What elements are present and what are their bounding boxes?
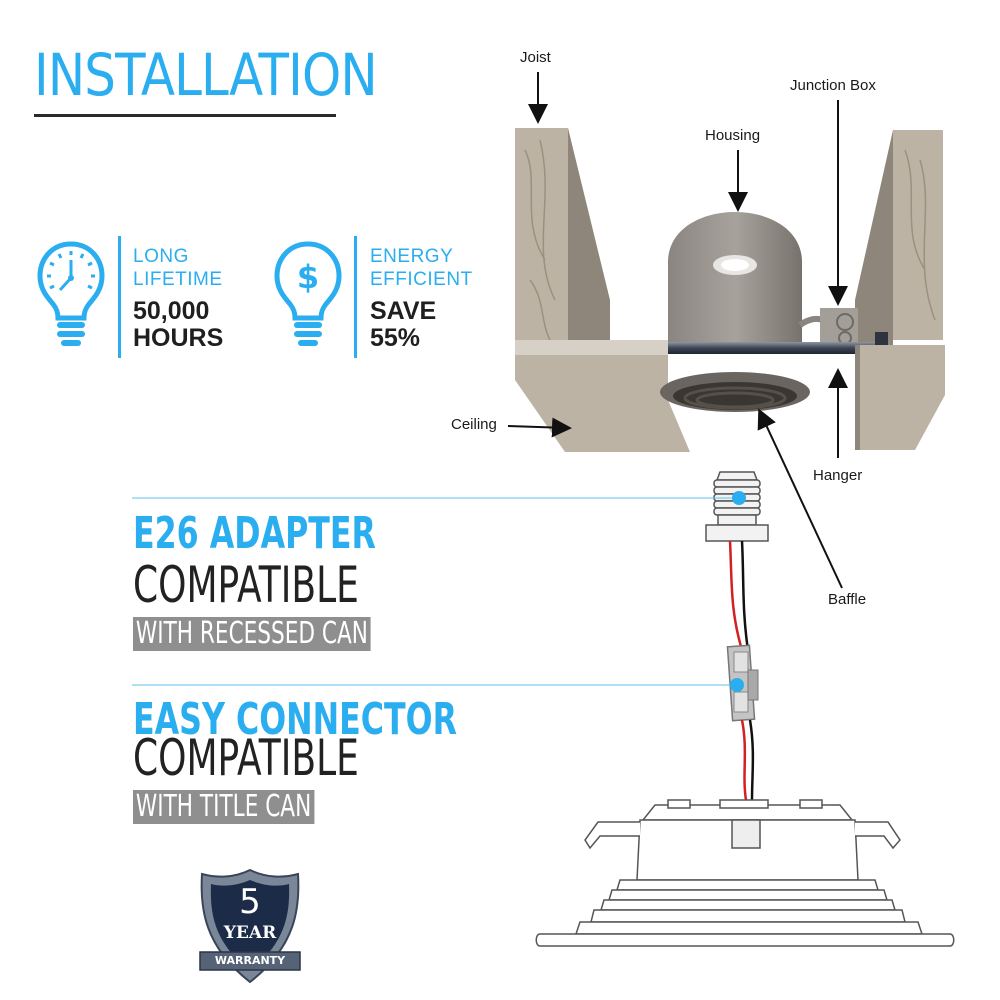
title-underline: [34, 114, 336, 117]
dollar-bulb-icon: $: [274, 241, 342, 346]
connector-marker: [730, 678, 744, 692]
feature-divider: [118, 236, 121, 358]
joist-right: [855, 130, 943, 345]
baffle-label: Baffle: [828, 591, 867, 608]
baffle: [660, 372, 810, 412]
svg-text:$: $: [297, 258, 319, 296]
housing-label: Housing: [705, 127, 761, 144]
feature-label-line1: LONG: [133, 246, 189, 267]
ceiling-arrow: [507, 417, 572, 438]
badge-word: YEAR: [223, 923, 277, 943]
feature-label-line1: ENERGY: [370, 246, 454, 267]
adapter-callout-title: E26 ADAPTER: [133, 508, 376, 559]
feature-value-line2: 55%: [370, 324, 421, 352]
feature-value-line1: SAVE: [370, 297, 437, 325]
feature-label-line2: LIFETIME: [133, 269, 223, 290]
joist-left: [515, 128, 610, 345]
connector-callout-line2: COMPATIBLE: [133, 729, 359, 787]
hanger-label: Hanger: [813, 467, 863, 484]
adapter-callout-line2: COMPATIBLE: [133, 556, 359, 614]
feature-value-line2: HOURS: [133, 324, 224, 352]
junction-box: [798, 308, 858, 345]
led-retrofit-light: [535, 799, 955, 947]
shield-icon: [199, 868, 301, 984]
hanger-bar: [620, 342, 885, 354]
ceiling: [515, 340, 945, 452]
badge-ribbon: WARRANTY: [214, 954, 286, 967]
joist-label: Joist: [520, 49, 551, 66]
feature-divider: [354, 236, 357, 358]
adapter-callout-tag: WITH RECESSED CAN: [133, 617, 371, 651]
ceiling-label: Ceiling: [451, 416, 497, 433]
connector-callout-tag: WITH TITLE CAN: [133, 790, 315, 824]
clock-bulb-icon: [37, 241, 105, 346]
connector-callout-title: EASY CONNECTOR: [133, 694, 457, 745]
badge-number: 5: [239, 882, 261, 922]
feature-value-line1: 50,000: [133, 297, 210, 325]
feature-label-line2: EFFICIENT: [370, 269, 473, 290]
junction-box-label: Junction Box: [790, 77, 876, 94]
page-title: INSTALLATION: [34, 41, 378, 109]
e26-adapter: [705, 471, 769, 542]
adapter-marker: [732, 491, 746, 505]
warranty-badge: 5 YEAR WARRANTY: [196, 868, 304, 986]
baffle-arrow: [757, 408, 843, 589]
housing: [668, 212, 802, 345]
